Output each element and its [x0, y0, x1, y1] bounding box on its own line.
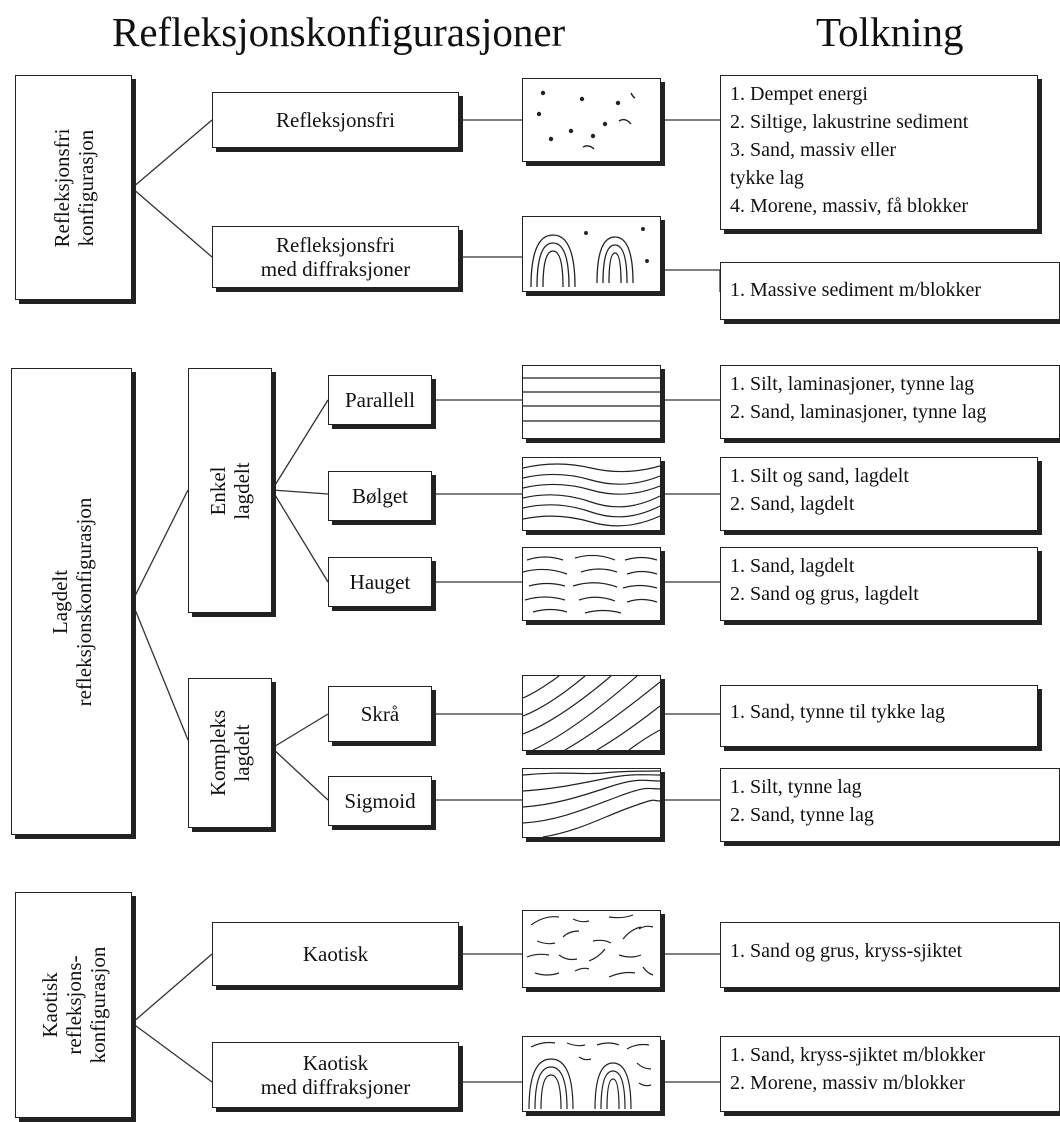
- subgroup-complex-layered: Kompleks lagdelt: [188, 678, 272, 828]
- interpretation-list: 1. Silt og sand, lagdelt 2. Sand, lagdel…: [730, 462, 1037, 518]
- interpretation-reflection-free-diffraction: 1. Massive sediment m/blokker: [720, 262, 1060, 320]
- group-chaotic: Kaotisk refleksjons- konfigurasjon: [15, 892, 132, 1118]
- config-chaotic-diffraction: Kaotisk med diffraksjoner: [212, 1042, 459, 1108]
- config-sigmoid: Sigmoid: [328, 776, 432, 826]
- interpretation-sigmoid: 1. Silt, tynne lag 2. Sand, tynne lag: [720, 768, 1060, 842]
- chaotic-dashes-icon: [522, 910, 661, 988]
- config-parallel: Parallell: [328, 375, 432, 425]
- config-label: Hauget: [349, 570, 411, 594]
- interpretation-parallel: 1. Silt, laminasjoner, tynne lag 2. Sand…: [720, 365, 1060, 439]
- configurations-header: Refleksjonskonfigurasjoner: [112, 9, 566, 55]
- interpretation-list: 1. Silt, laminasjoner, tynne lag 2. Sand…: [730, 370, 1059, 426]
- interpretation-list: 1. Dempet energi 2. Siltige, lakustrine …: [730, 80, 1037, 220]
- config-wavy: Bølget: [328, 471, 432, 521]
- group-label: Lagdelt refleksjonskonfigurasjon: [47, 497, 96, 706]
- interpretation-list: 1. Massive sediment m/blokker: [730, 276, 1059, 304]
- interpretation-chaotic-diffraction: 1. Sand, kryss-sjiktet m/blokker 2. More…: [720, 1036, 1060, 1112]
- config-label: Kaotisk med diffraksjoner: [260, 1051, 411, 1099]
- parallel-lines-icon: [522, 365, 661, 439]
- oblique-lines-icon: [522, 675, 661, 751]
- interpretation-oblique: 1. Sand, tynne til tykke lag: [720, 685, 1038, 747]
- config-label: Refleksjonsfri: [276, 108, 395, 132]
- interpretation-reflection-free: 1. Dempet energi 2. Siltige, lakustrine …: [720, 75, 1038, 230]
- config-reflection-free: Refleksjonsfri: [212, 92, 459, 148]
- config-label: Parallell: [345, 388, 415, 412]
- interpretation-header: Tolkning: [816, 9, 964, 55]
- group-label: Refleksjonsfri konfigurasjon: [49, 128, 98, 247]
- subgroup-label: Enkel lagdelt: [206, 461, 254, 520]
- interpretation-item: 2. Sand, laminasjoner, tynne lag: [730, 401, 987, 423]
- interpretation-item: 1. Massive sediment m/blokker: [730, 279, 982, 301]
- diffraction-arcs-icon: [522, 216, 661, 292]
- subgroup-simple-layered: Enkel lagdelt: [188, 368, 272, 613]
- group-label: Kaotisk refleksjons- konfigurasjon: [37, 946, 110, 1064]
- interpretation-item: 1. Silt og sand, lagdelt: [730, 465, 909, 487]
- chaotic-diffraction-icon: [522, 1036, 661, 1112]
- interpretation-item: 1. Sand, kryss-sjiktet m/blokker: [730, 1044, 985, 1066]
- config-label: Skrå: [360, 702, 400, 726]
- interpretation-item: 3. Sand, massiv eller tykke lag: [730, 139, 897, 189]
- interpretation-item: 1. Sand, lagdelt: [730, 555, 855, 577]
- config-label: Refleksjonsfri med diffraksjoner: [260, 233, 411, 281]
- interpretation-wavy: 1. Silt og sand, lagdelt 2. Sand, lagdel…: [720, 457, 1038, 531]
- sigmoid-lines-icon: [522, 768, 661, 838]
- interpretation-item: 4. Morene, massiv, få blokker: [730, 195, 969, 217]
- interpretation-item: 2. Morene, massiv m/blokker: [730, 1072, 965, 1094]
- interpretation-list: 1. Sand, kryss-sjiktet m/blokker 2. More…: [730, 1041, 1059, 1097]
- config-reflection-free-diffraction: Refleksjonsfri med diffraksjoner: [212, 226, 459, 288]
- config-hummocky: Hauget: [328, 557, 432, 607]
- hummocky-lines-icon: [522, 547, 661, 621]
- interpretation-item: 1. Sand, tynne til tykke lag: [730, 701, 945, 723]
- interpretation-item: 1. Dempet energi: [730, 83, 868, 105]
- group-layered: Lagdelt refleksjonskonfigurasjon: [11, 368, 132, 835]
- config-label: Bølget: [352, 484, 408, 508]
- config-label: Kaotisk: [302, 942, 369, 966]
- interpretation-item: 2. Siltige, lakustrine sediment: [730, 111, 969, 133]
- interpretation-list: 1. Sand, tynne til tykke lag: [730, 698, 1037, 726]
- config-chaotic: Kaotisk: [212, 922, 459, 986]
- interpretation-item: 1. Silt, tynne lag: [730, 776, 862, 798]
- config-label: Sigmoid: [344, 789, 416, 813]
- group-reflection-free: Refleksjonsfri konfigurasjon: [15, 75, 132, 300]
- wavy-lines-icon: [522, 457, 661, 531]
- interpretation-hummocky: 1. Sand, lagdelt 2. Sand og grus, lagdel…: [720, 547, 1038, 621]
- interpretation-item: 2. Sand og grus, lagdelt: [730, 583, 919, 605]
- interpretation-item: 2. Sand, tynne lag: [730, 804, 874, 826]
- interpretation-list: 1. Sand og grus, kryss-sjiktet: [730, 937, 1059, 965]
- subgroup-label: Kompleks lagdelt: [206, 709, 254, 797]
- interpretation-list: 1. Silt, tynne lag 2. Sand, tynne lag: [730, 773, 1059, 829]
- scattered-dots-icon: [522, 78, 661, 162]
- interpretation-item: 1. Silt, laminasjoner, tynne lag: [730, 373, 975, 395]
- interpretation-list: 1. Sand, lagdelt 2. Sand og grus, lagdel…: [730, 552, 1037, 608]
- interpretation-item: 2. Sand, lagdelt: [730, 493, 855, 515]
- interpretation-chaotic: 1. Sand og grus, kryss-sjiktet: [720, 922, 1060, 988]
- config-oblique: Skrå: [328, 686, 432, 742]
- interpretation-item: 1. Sand og grus, kryss-sjiktet: [730, 940, 963, 962]
